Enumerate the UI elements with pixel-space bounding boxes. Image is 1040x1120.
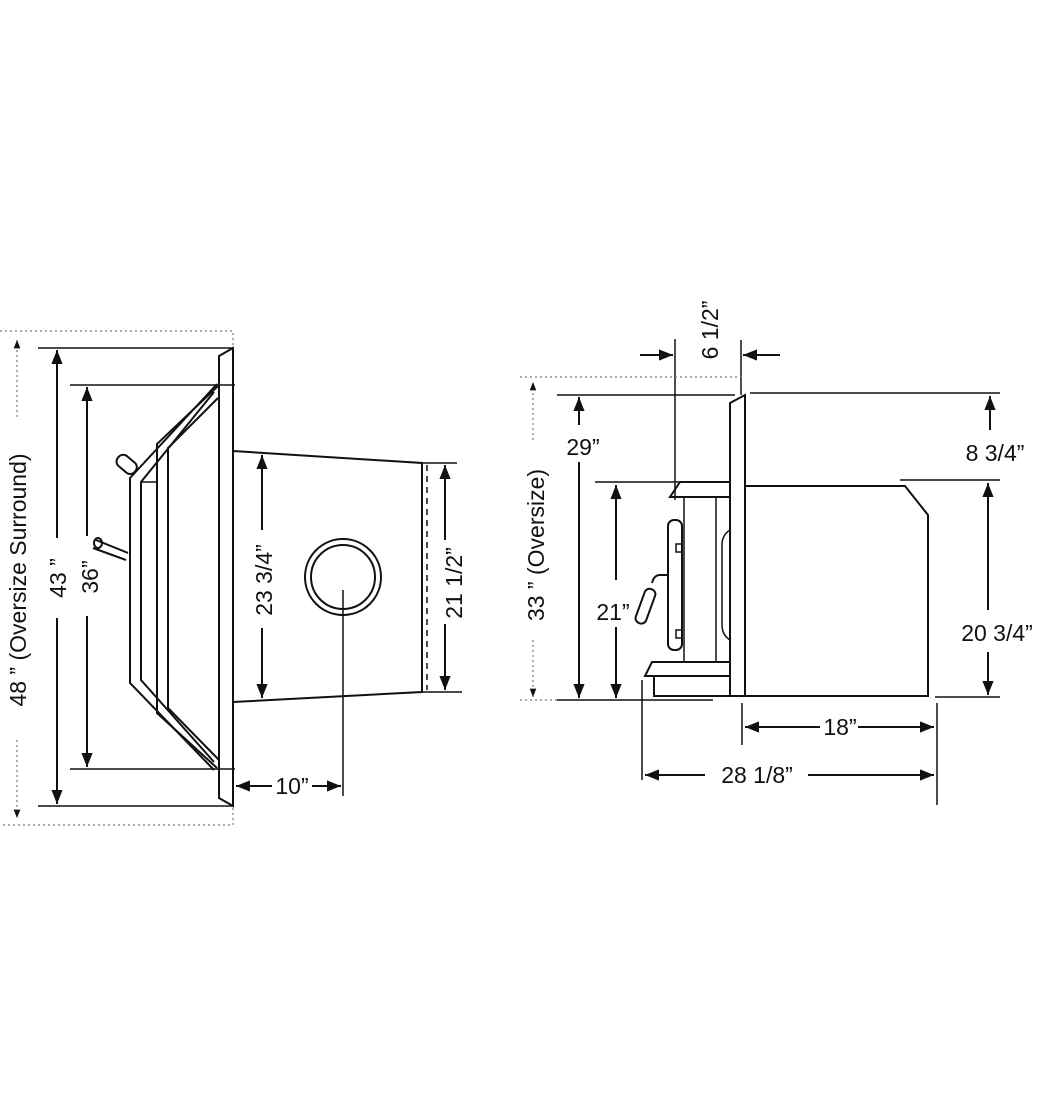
dim-36-label: 36” <box>77 560 103 593</box>
dim-29-label: 29” <box>566 434 599 460</box>
door-handle <box>92 453 138 561</box>
front-assembly <box>634 481 731 697</box>
dim-21-5-label: 21 1/2” <box>441 547 467 619</box>
dim-23-75-label: 23 3/4” <box>251 544 277 616</box>
dim-10-label: 10” <box>275 773 308 799</box>
dim-33-label: 33 ” (Oversize) <box>523 469 549 621</box>
dim-20-75-label: 20 3/4” <box>961 620 1033 646</box>
dim-43-label: 43 ” <box>45 558 71 598</box>
insert-body <box>745 485 929 697</box>
firebox-side <box>232 450 423 703</box>
dim-8-75-label: 8 3/4” <box>966 440 1025 466</box>
surround-plate <box>218 346 234 808</box>
dim-21-label: 21” <box>596 599 629 625</box>
dim-6-5-label: 6 1/2” <box>697 301 723 360</box>
dim-48-label: 48 ” (Oversize Surround) <box>5 453 31 706</box>
front-view: 48 ” (Oversize Surround) 43 ” 36” <box>0 330 467 826</box>
door-frame <box>129 383 220 771</box>
surround-plate-side <box>729 393 746 697</box>
side-view: 6 1/2” 33 ” (Oversize) 29” <box>520 301 1033 805</box>
dim-28-125-label: 28 1/8” <box>721 762 793 788</box>
dim-18-label: 18” <box>823 714 856 740</box>
